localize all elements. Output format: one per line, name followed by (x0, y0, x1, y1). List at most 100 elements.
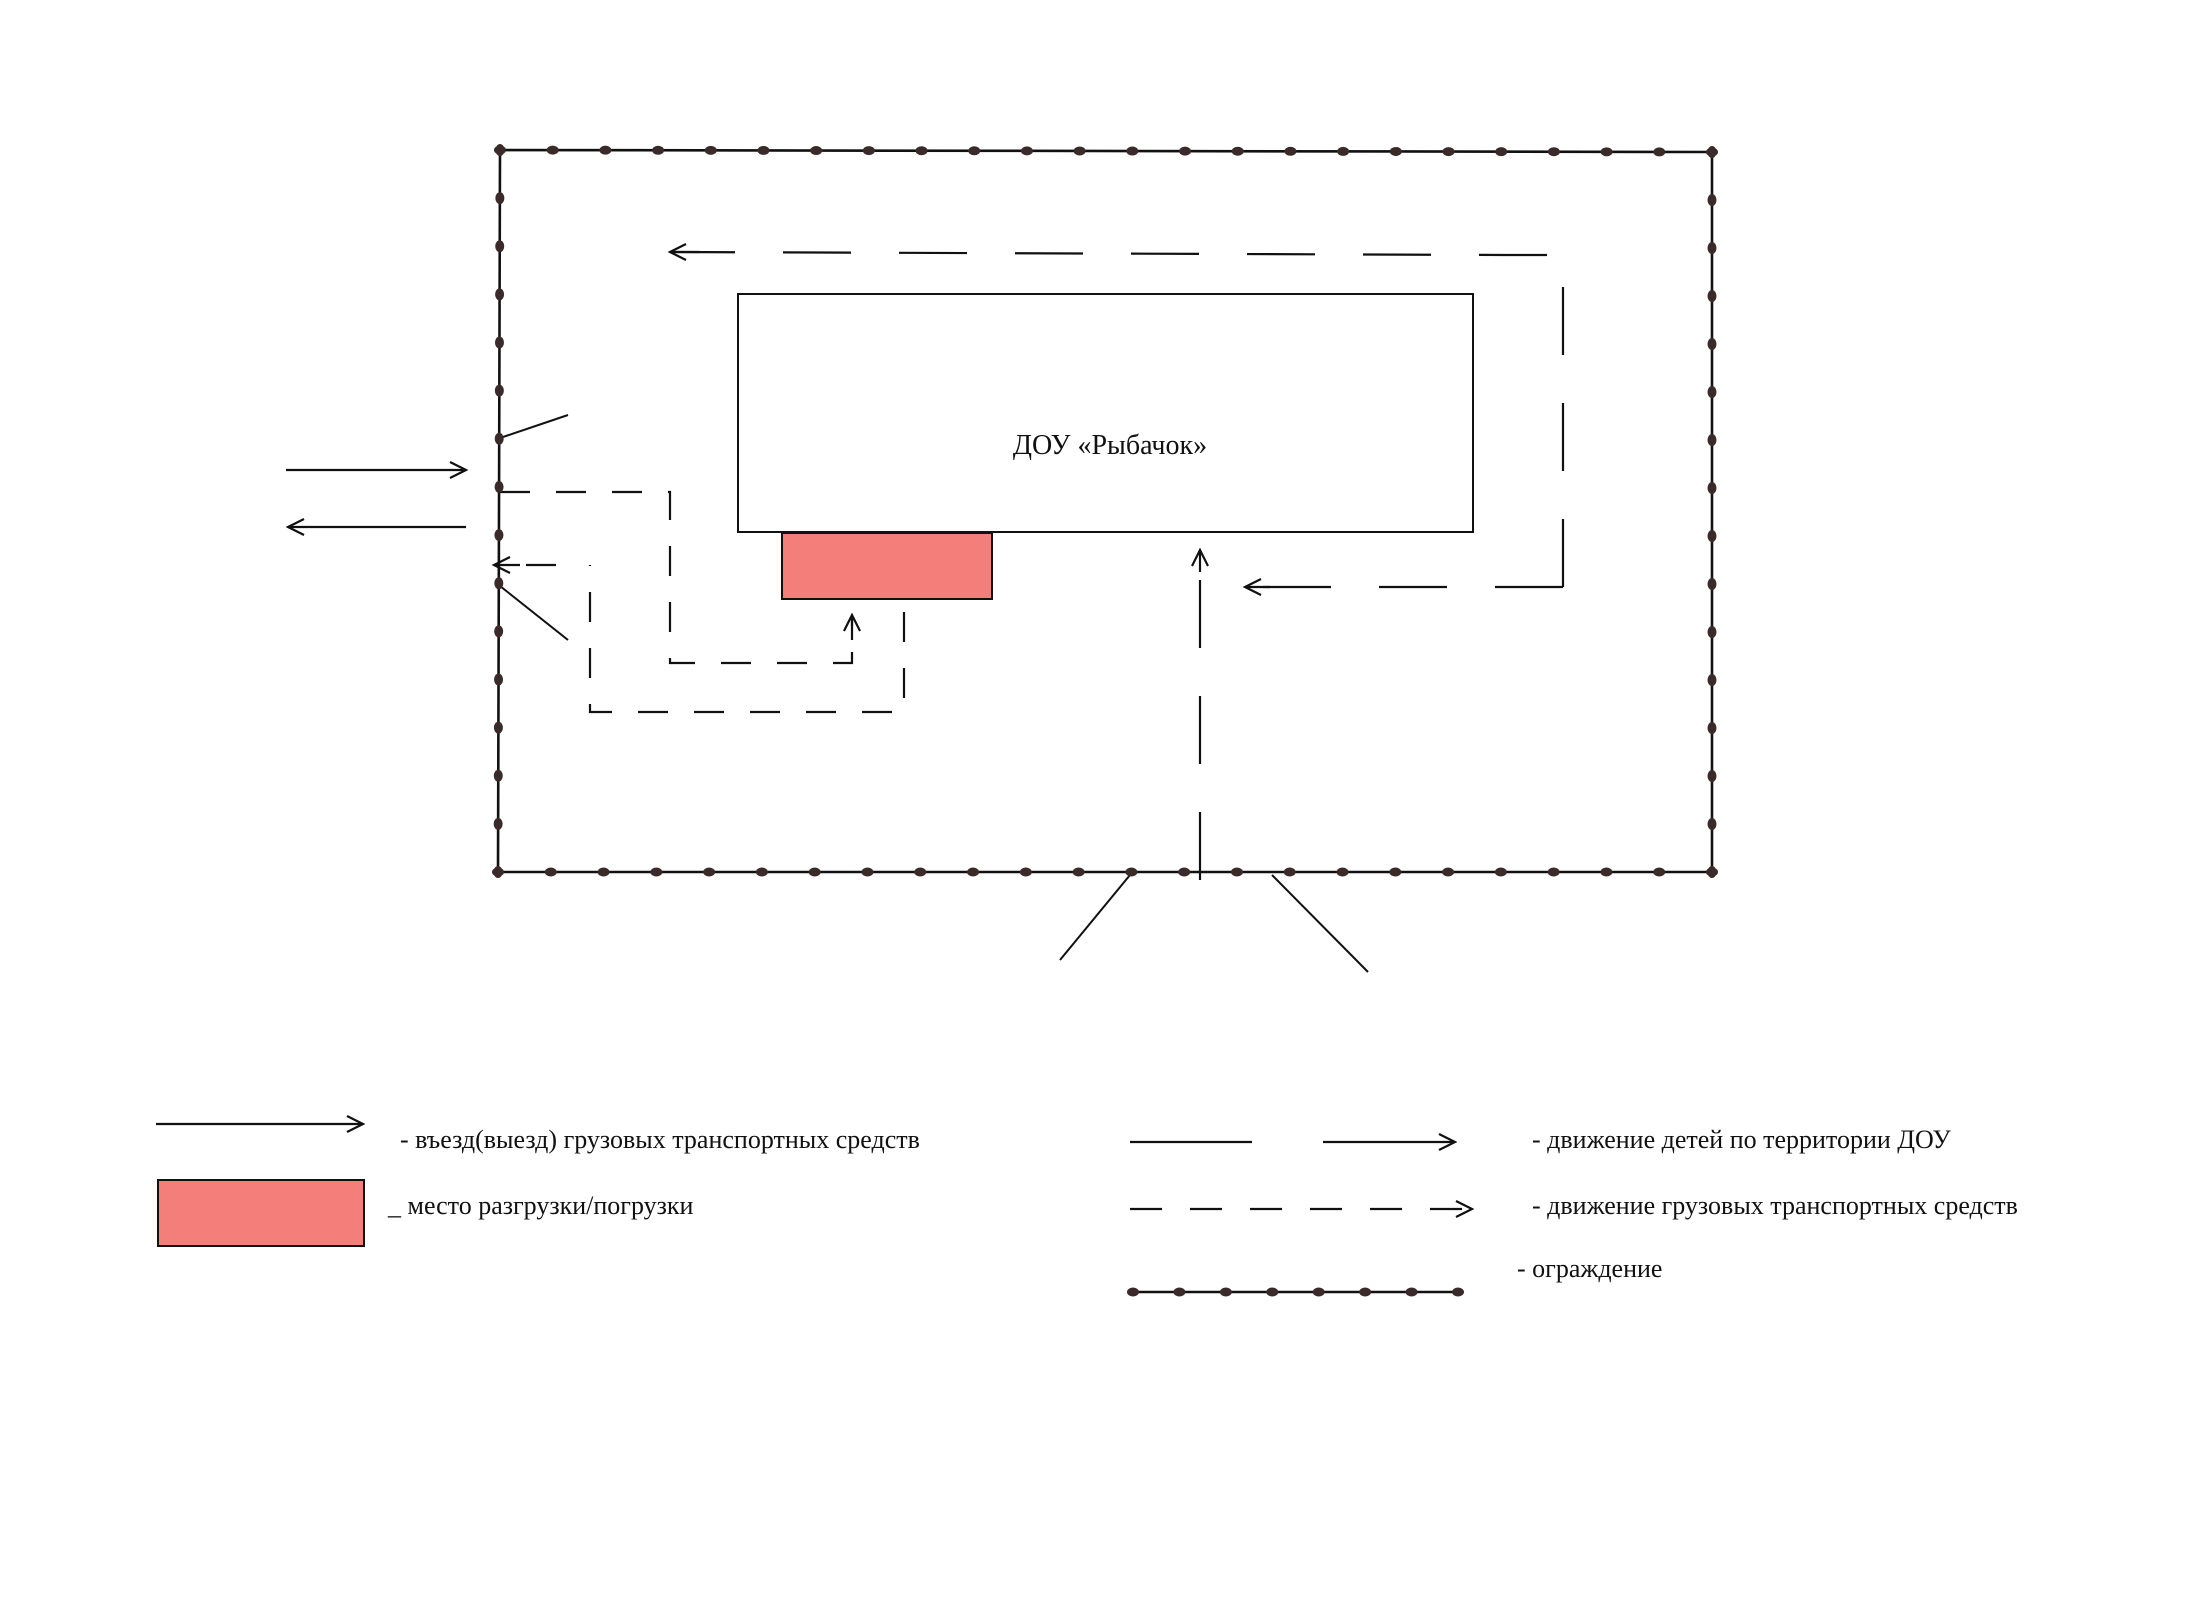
fence-post (1495, 147, 1508, 157)
fence-post (494, 673, 504, 686)
truck-route-to-unloading (494, 490, 906, 714)
fence-post (1178, 867, 1191, 877)
fence-post (597, 867, 610, 877)
fence-post (652, 145, 665, 155)
fence-post (1707, 722, 1717, 734)
fence-post (494, 480, 504, 493)
fence-post (493, 866, 503, 878)
fence-post (808, 867, 821, 877)
fence-post (1389, 146, 1402, 156)
fence-post (1283, 867, 1296, 877)
fence-post (968, 146, 981, 156)
fence-post (1389, 867, 1402, 877)
fence-post (1707, 530, 1717, 542)
fence-post (546, 145, 559, 155)
fence-post (495, 144, 505, 156)
legend-children-label: - движение детей по территории ДОУ (1532, 1125, 1951, 1154)
fence-post (1707, 674, 1717, 686)
fence-post (494, 336, 504, 349)
fence-post (810, 146, 823, 156)
fence-post (1126, 146, 1139, 156)
fence-post (1547, 147, 1560, 157)
truck-route-around-building (669, 250, 1565, 880)
building (737, 293, 1474, 533)
fence-post (1707, 290, 1717, 302)
fence-post (1494, 867, 1507, 877)
fence-post (703, 867, 716, 877)
fence-post (494, 577, 504, 590)
fence-post (1020, 146, 1033, 156)
fence-post (1405, 1287, 1418, 1297)
fence-post (1707, 242, 1717, 254)
fence-post (1219, 1287, 1232, 1297)
fence-post (1653, 147, 1666, 157)
legend-graphics (156, 1124, 1472, 1209)
fence-post (1442, 867, 1455, 877)
fence-post (493, 721, 503, 734)
fence-post (1707, 866, 1717, 878)
fence-post (493, 769, 503, 782)
fence-post (494, 625, 504, 638)
fence-post (1707, 434, 1717, 446)
fence-post (1284, 146, 1297, 156)
fence-post (544, 867, 557, 877)
fence-post (915, 146, 928, 156)
fence-post (1337, 146, 1350, 156)
fence-post (1266, 1287, 1279, 1297)
fence-post (1707, 386, 1717, 398)
fence-post (1442, 147, 1455, 157)
fence-post (704, 145, 717, 155)
vehicle-entry-exit-arrows (286, 470, 466, 527)
left-gate (499, 414, 569, 641)
fence-post (1547, 867, 1560, 877)
legend-vehicle-entry-label: - въезд(выезд) грузовых транспортных сре… (400, 1125, 920, 1154)
fence-post (861, 867, 874, 877)
fence-post (1072, 867, 1085, 877)
legend-truck-label: - движение грузовых транспортных средств (1532, 1191, 2018, 1220)
fence-post (914, 867, 927, 877)
fence-post (1600, 147, 1613, 157)
fence-post (495, 288, 505, 301)
fence-post (1173, 1287, 1186, 1297)
fence-post (1127, 1287, 1139, 1297)
legend-unloading-swatch (157, 1179, 365, 1247)
fence-post (1359, 1287, 1372, 1297)
fence-post (1707, 194, 1717, 206)
fence-post (1707, 482, 1717, 494)
fence-post (1653, 867, 1666, 877)
unloading-area (781, 532, 993, 600)
fence-post (1707, 818, 1717, 830)
fence-post (1179, 146, 1192, 156)
fence-post (1336, 867, 1349, 877)
fence-post (494, 529, 504, 542)
fence-post (494, 384, 504, 397)
fence-post (1019, 867, 1032, 877)
fence-post (757, 145, 770, 155)
fence-post (495, 192, 505, 205)
fence-post (1312, 1287, 1325, 1297)
legend-unloading-label: _ место разгрузки/погрузки (388, 1191, 694, 1220)
fence-post (493, 817, 503, 830)
truck-route-to-unloading-arrowheads (494, 565, 852, 640)
fence-post (495, 240, 505, 253)
fence-post (1707, 146, 1717, 158)
fence-post (1125, 867, 1138, 877)
truck-route-arrowheads (670, 252, 1270, 587)
fence-post (1073, 146, 1086, 156)
fence-post (650, 867, 663, 877)
legend-fence-label: - ограждение (1517, 1254, 1663, 1283)
fence-post (1707, 770, 1717, 782)
fence-post (1707, 578, 1717, 590)
fence-post (1707, 338, 1717, 350)
fence-post (1231, 146, 1244, 156)
building-label: ДОУ «Рыбачок» (1012, 430, 1208, 461)
fence-post (1707, 626, 1717, 638)
fence-post (967, 867, 980, 877)
fence-post (1600, 867, 1613, 877)
bottom-gate (1059, 874, 1369, 973)
fence-post (1452, 1287, 1464, 1297)
fence-post (755, 867, 768, 877)
fence-post (599, 145, 612, 155)
fence-post (1230, 867, 1243, 877)
